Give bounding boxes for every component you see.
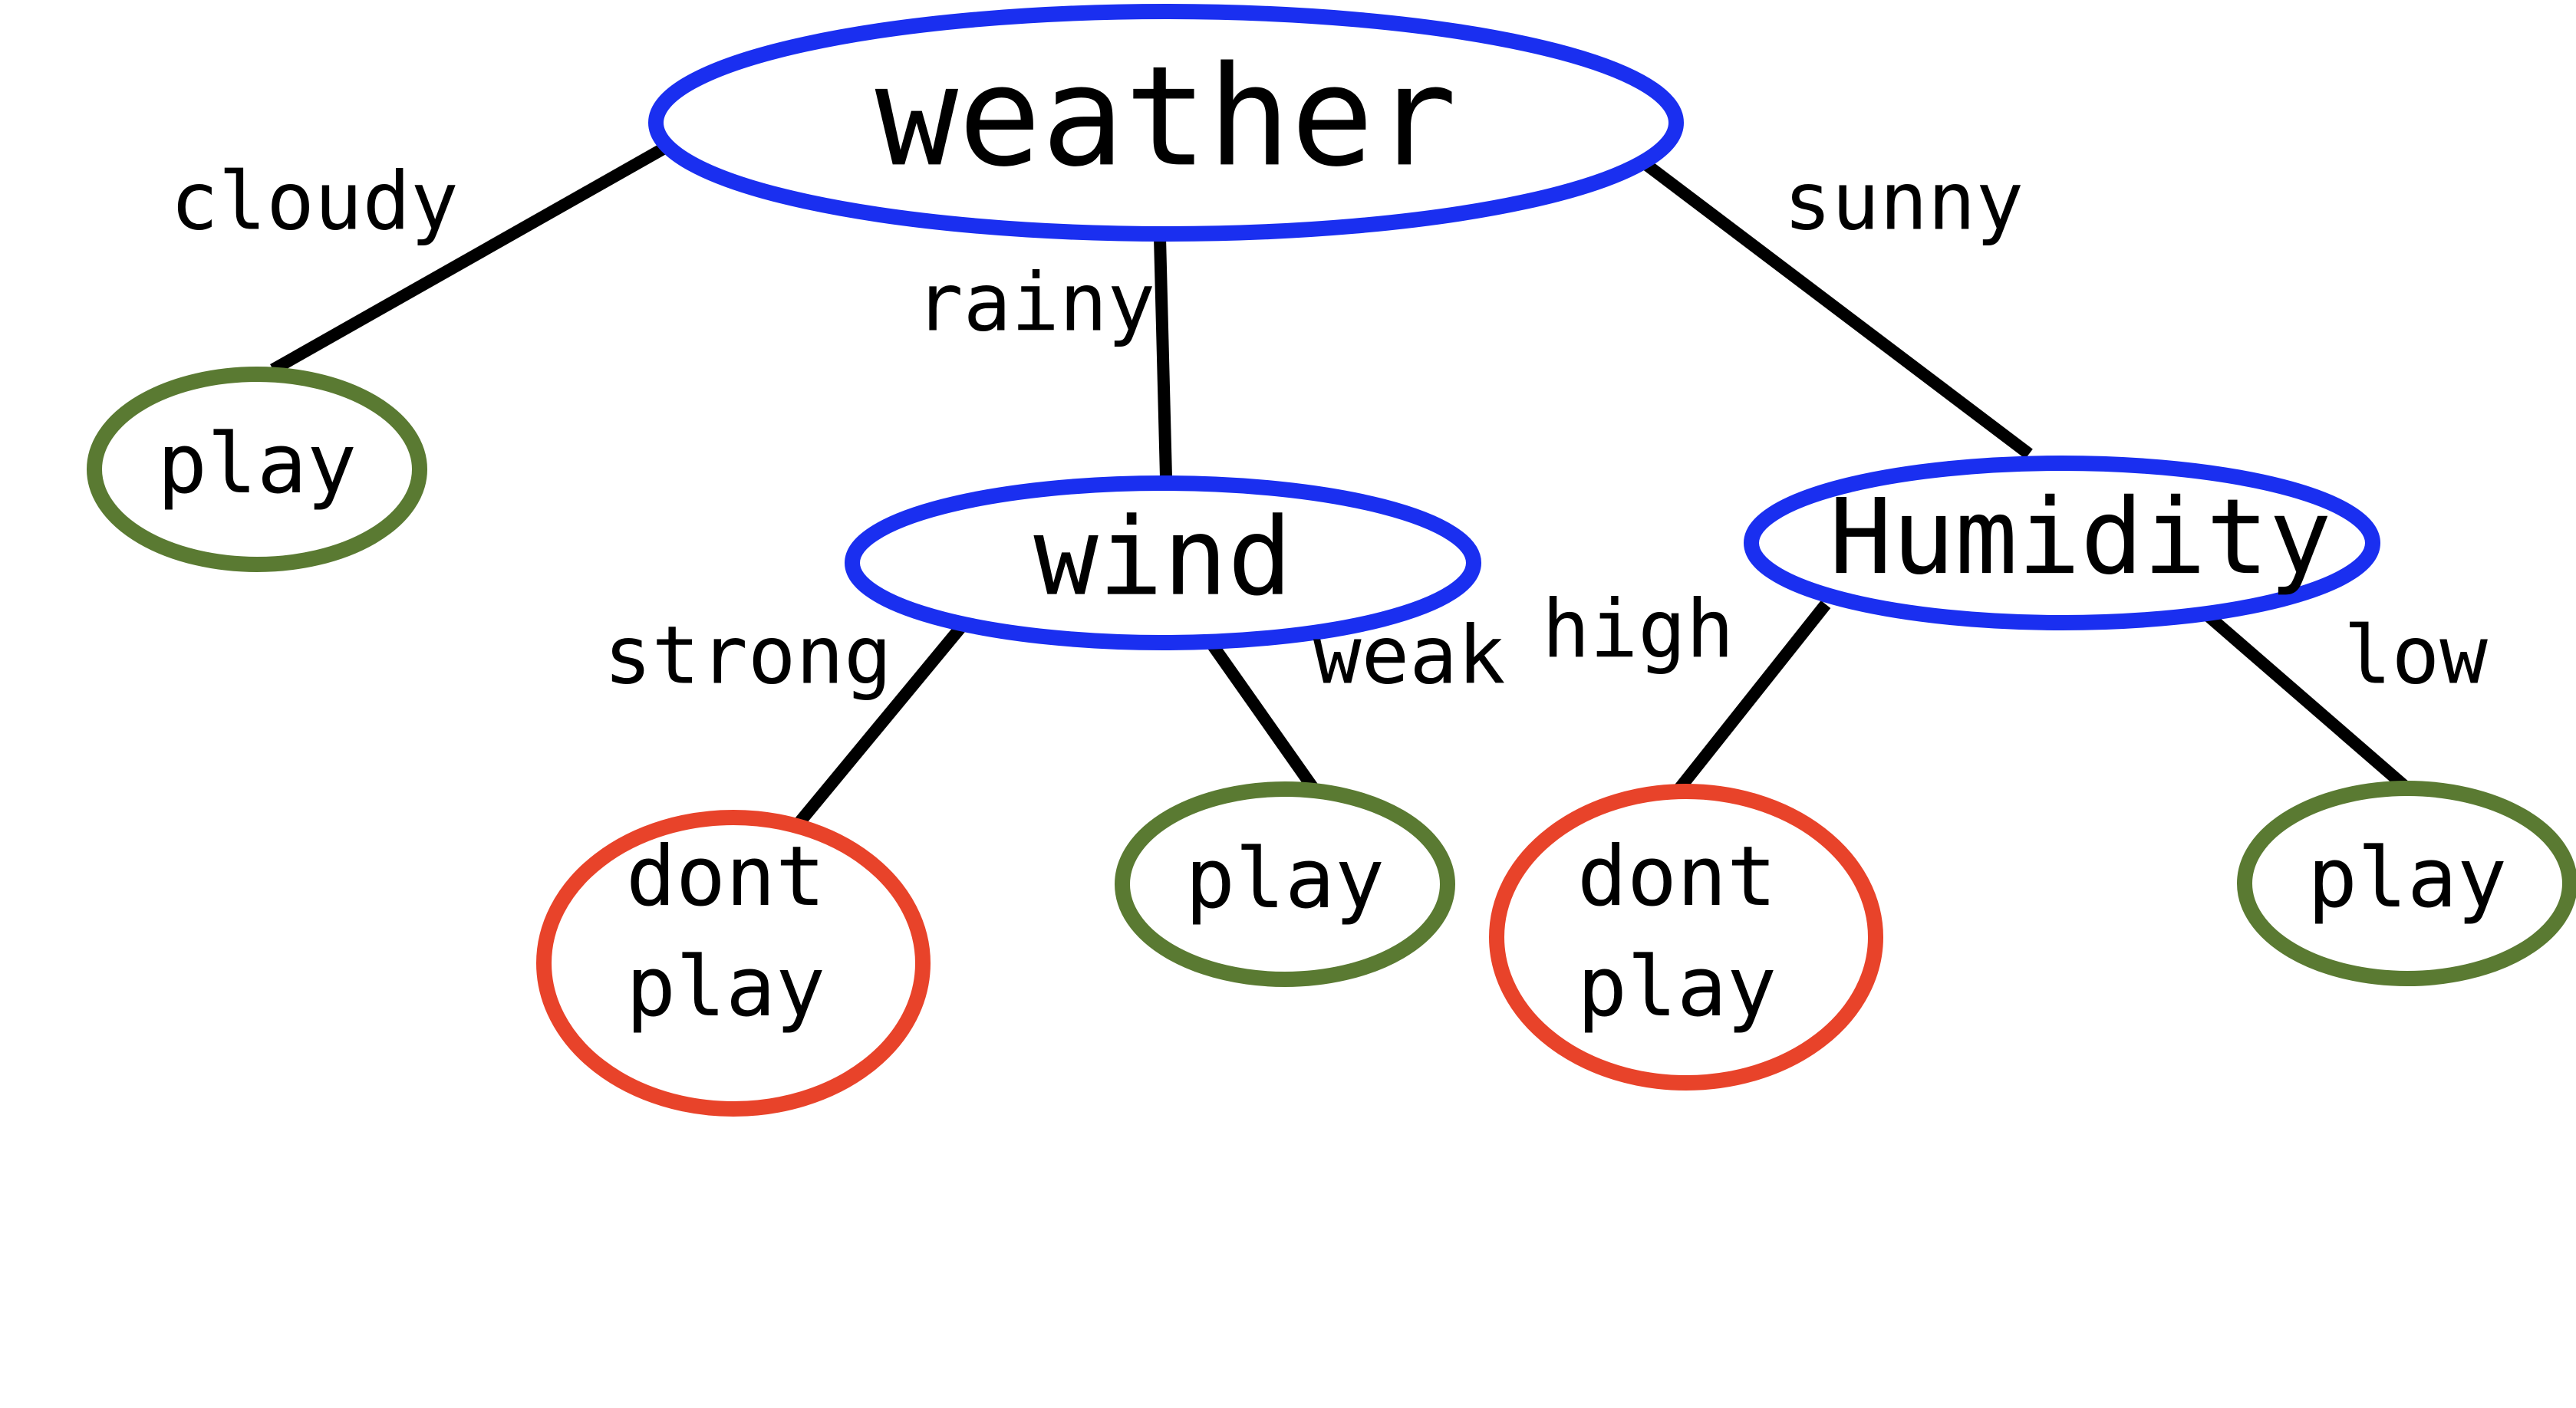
leaf-strong-dont-play-ellipse (536, 810, 931, 1117)
leaf-cloudy-play: play (87, 367, 427, 572)
leaf-high-line1: dont (1577, 829, 1777, 925)
node-weather: weather (648, 4, 1684, 242)
node-weather-label: weather (875, 37, 1458, 197)
leaf-low-play-label: play (2308, 831, 2507, 926)
leaf-strong-dont-play: dont play (536, 810, 931, 1117)
edge-wind-strong (792, 620, 968, 829)
leaf-high-dont-play: dont play (1489, 784, 1883, 1091)
leaf-weak-play: play (1115, 781, 1455, 987)
node-humidity-label: Humidity (1829, 477, 2331, 598)
edge-humidity-low (2201, 608, 2412, 794)
leaf-strong-line2: play (626, 939, 825, 1035)
edge-humidity-high (1661, 600, 1831, 809)
edge-weather-rainy (1154, 237, 1172, 478)
node-wind-label: wind (1033, 495, 1292, 620)
edge-label-weak: weak (1313, 608, 1505, 702)
leaf-cloudy-play-label: play (157, 416, 357, 512)
edge-label-cloudy: cloudy (170, 154, 459, 248)
node-humidity: Humidity (1744, 456, 2380, 630)
edge-weather-cloudy (270, 142, 669, 375)
leaf-high-dont-play-ellipse (1489, 784, 1883, 1091)
leaf-weak-play-ellipse (1115, 781, 1455, 987)
node-wind: wind (845, 475, 1481, 650)
leaf-high-line2: play (1577, 939, 1777, 1035)
leaf-strong-line1: dont (626, 829, 825, 925)
edge-label-sunny: sunny (1784, 154, 2024, 248)
edge-label-high: high (1542, 582, 1734, 676)
leaf-low-play: play (2237, 781, 2576, 986)
node-wind-ellipse (845, 475, 1481, 650)
node-humidity-ellipse (1744, 456, 2380, 630)
edge-label-low: low (2344, 608, 2488, 702)
leaf-weak-play-label: play (1185, 831, 1385, 927)
leaf-low-play-ellipse (2237, 781, 2576, 986)
edge-weather-sunny (1638, 156, 2033, 459)
leaf-cloudy-play-ellipse (87, 367, 427, 572)
edge-label-rainy: rainy (915, 255, 1155, 349)
edge-label-strong: strong (604, 608, 892, 702)
edge-wind-weak (1199, 630, 1326, 803)
node-weather-ellipse (648, 4, 1684, 242)
